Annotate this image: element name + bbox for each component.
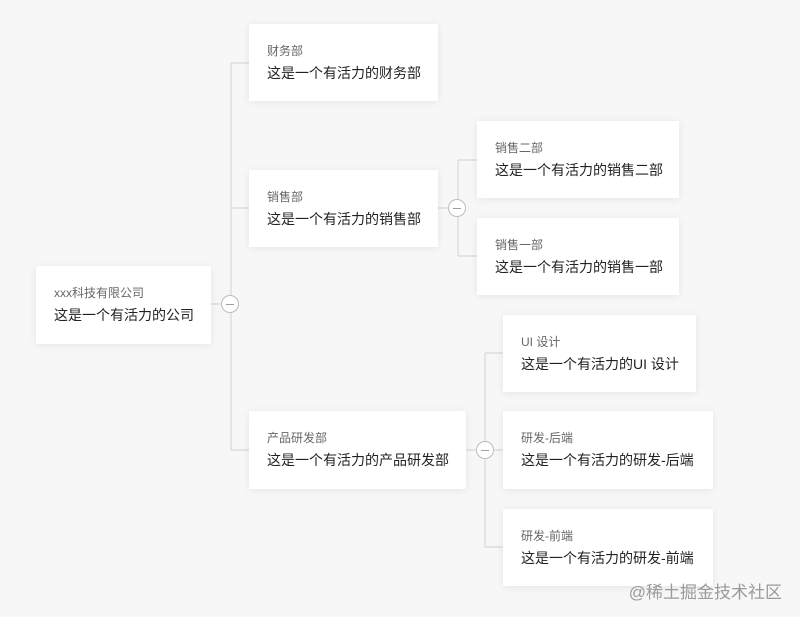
node-title: 研发-后端 <box>521 431 573 445</box>
node-finance[interactable]: 财务部 这是一个有活力的财务部 <box>249 24 438 101</box>
node-title: 销售一部 <box>495 237 544 252</box>
node-sales[interactable]: 销售部 这是一个有活力的销售部 <box>249 170 438 247</box>
node-description: 这是一个有活力的销售一部 <box>495 258 663 275</box>
node-description: 这是一个有活力的研发-后端 <box>521 452 694 468</box>
node-description: 这是一个有活力的财务部 <box>267 64 421 81</box>
node-description: 这是一个有活力的销售部 <box>267 210 421 227</box>
node-description: 这是一个有活力的UI 设计 <box>521 355 679 372</box>
node-backend[interactable]: 研发-后端 这是一个有活力的研发-后端 <box>503 411 713 489</box>
collapse-toggle-sales[interactable] <box>448 199 466 217</box>
node-description: 这是一个有活力的公司 <box>54 307 194 323</box>
node-description: 这是一个有活力的销售二部 <box>495 161 663 178</box>
watermark-text: @稀土掘金技术社区 <box>628 583 782 602</box>
collapse-toggle-company[interactable] <box>221 295 239 313</box>
node-frontend[interactable]: 研发-前端 这是一个有活力的研发-前端 <box>503 509 713 586</box>
node-title: 产品研发部 <box>267 431 328 445</box>
node-ui-design[interactable]: UI 设计 这是一个有活力的UI 设计 <box>503 315 696 392</box>
node-description: 这是一个有活力的产品研发部 <box>267 452 449 468</box>
node-title: 销售二部 <box>495 140 544 155</box>
node-title: 研发-前端 <box>521 528 573 543</box>
node-title: UI 设计 <box>521 334 561 349</box>
collapse-toggle-rnd[interactable] <box>476 441 494 459</box>
node-rnd[interactable]: 产品研发部 这是一个有活力的产品研发部 <box>249 411 466 489</box>
node-company[interactable]: xxx科技有限公司 这是一个有活力的公司 <box>36 266 211 344</box>
node-title: xxx科技有限公司 <box>54 286 145 300</box>
node-title: 财务部 <box>267 43 304 58</box>
node-title: 销售部 <box>267 189 304 204</box>
node-sales-2[interactable]: 销售二部 这是一个有活力的销售二部 <box>477 121 679 198</box>
node-sales-1[interactable]: 销售一部 这是一个有活力的销售一部 <box>477 218 679 295</box>
node-description: 这是一个有活力的研发-前端 <box>521 549 694 566</box>
